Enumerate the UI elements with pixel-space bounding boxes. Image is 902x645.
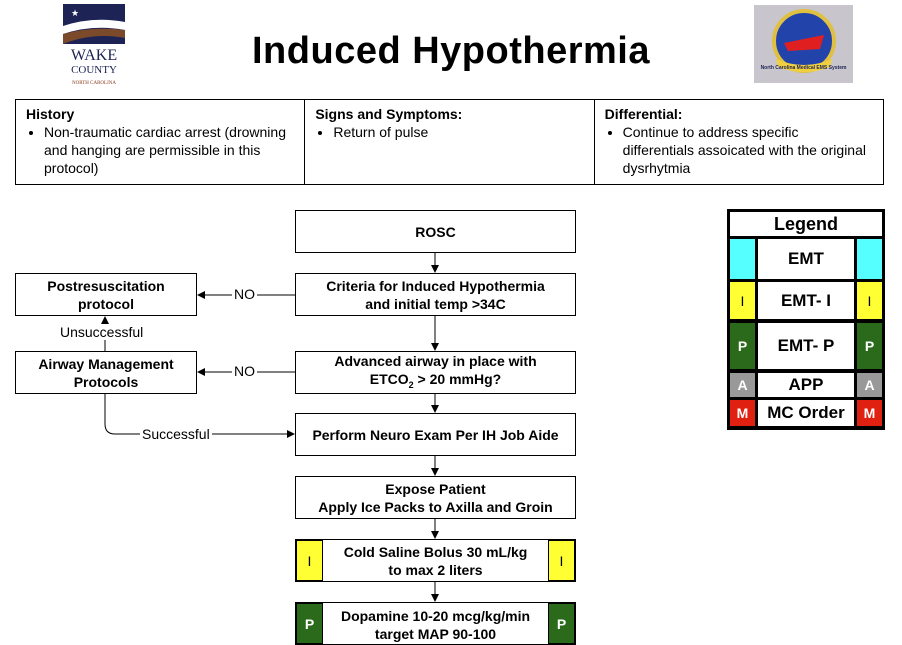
postresus-line2: protocol <box>77 295 134 312</box>
wake-county-logo: ★ WAKE COUNTY NORTH CAROLINA <box>63 4 125 86</box>
level-i-left: I <box>296 540 323 581</box>
etco-rest: > 20 mmHg? <box>413 370 502 387</box>
saline-line2: to max 2 liters <box>388 561 483 578</box>
saline-line1: Cold Saline Bolus 30 mL/kg <box>343 543 528 560</box>
page-title: Induced Hypothermia <box>252 30 650 72</box>
legend-app-right: A <box>857 373 882 397</box>
legend-mc-left: M <box>730 400 755 426</box>
no-label-criteria: NO <box>232 286 257 302</box>
legend-app: APP <box>758 373 854 397</box>
level-p-left: P <box>296 603 323 644</box>
info-table: HistoryNon-traumatic cardiac arrest (dro… <box>15 99 884 185</box>
legend-emtp-left: P <box>730 323 755 369</box>
legend-emti-right: I <box>857 282 882 319</box>
neuro-text: Perform Neuro Exam Per IH Job Aide <box>312 426 559 443</box>
logo-nc: NORTH CAROLINA <box>71 81 116 86</box>
history-title: History <box>26 106 75 122</box>
criteria-line1: Criteria for Induced Hypothermia <box>326 277 545 294</box>
legend-emtp: EMT- P <box>758 323 854 369</box>
legend-emt: EMT <box>758 239 854 279</box>
airway-q-line1: Advanced airway in place with <box>334 352 537 369</box>
logo-wake: WAKE <box>70 47 118 64</box>
successful-label: Successful <box>140 426 212 442</box>
etco-sub: 2 <box>408 379 414 390</box>
differential-section: Differential:Continue to address specifi… <box>595 100 883 184</box>
etco-text: ETCO <box>369 370 409 387</box>
svg-text:★: ★ <box>71 8 79 18</box>
airway-mgmt-line1: Airway Management <box>38 355 174 372</box>
postresus-line1: Postresuscitation <box>47 277 165 294</box>
dopamine-box: P Dopamine 10-20 mcg/kg/min target MAP 90… <box>295 602 576 645</box>
expose-line2: Apply Ice Packs to Axilla and Groin <box>318 498 553 515</box>
expose-line1: Expose Patient <box>385 480 486 497</box>
level-p-right: P <box>548 603 575 644</box>
legend-app-left: A <box>730 373 755 397</box>
signs-title: Signs and Symptoms: <box>315 106 463 122</box>
legend-emtp-right: P <box>857 323 882 369</box>
neuro-exam-box: Perform Neuro Exam Per IH Job Aide <box>295 413 576 456</box>
signs-item: Return of pulse <box>333 123 583 141</box>
airway-mgmt-line2: Protocols <box>73 373 139 390</box>
history-section: HistoryNon-traumatic cardiac arrest (dro… <box>16 100 306 184</box>
legend-emt-left <box>730 239 755 279</box>
dopamine-line2: target MAP 90-100 <box>374 626 497 642</box>
legend-emti: EMT- I <box>758 282 854 319</box>
logo-county: COUNTY <box>71 64 117 76</box>
nc-ems-logo: North Carolina Medical EMS System <box>754 5 853 83</box>
rosc-text: ROSC <box>415 223 456 240</box>
legend-mc-right: M <box>857 400 882 426</box>
differential-title: Differential: <box>604 106 683 122</box>
no-label-airway: NO <box>232 363 257 379</box>
signs-section: Signs and Symptoms:Return of pulse <box>305 100 595 184</box>
legend-title: Legend <box>730 212 882 236</box>
history-item: Non-traumatic cardiac arrest (drowning a… <box>44 123 294 177</box>
legend-emti-left: I <box>730 282 755 319</box>
differential-item: Continue to address specific differentia… <box>623 123 873 177</box>
unsuccessful-label: Unsuccessful <box>58 324 146 340</box>
dopamine-line1: Dopamine 10-20 mcg/kg/min <box>340 608 531 624</box>
legend-emt-right <box>857 239 882 279</box>
level-i-right: I <box>548 540 575 581</box>
rosc-box: ROSC <box>295 210 576 253</box>
legend-mc: MC Order <box>758 400 854 426</box>
criteria-line2: and initial temp >34C <box>365 295 506 312</box>
nc-ems-logo-text: North Carolina Medical EMS System <box>760 65 847 71</box>
